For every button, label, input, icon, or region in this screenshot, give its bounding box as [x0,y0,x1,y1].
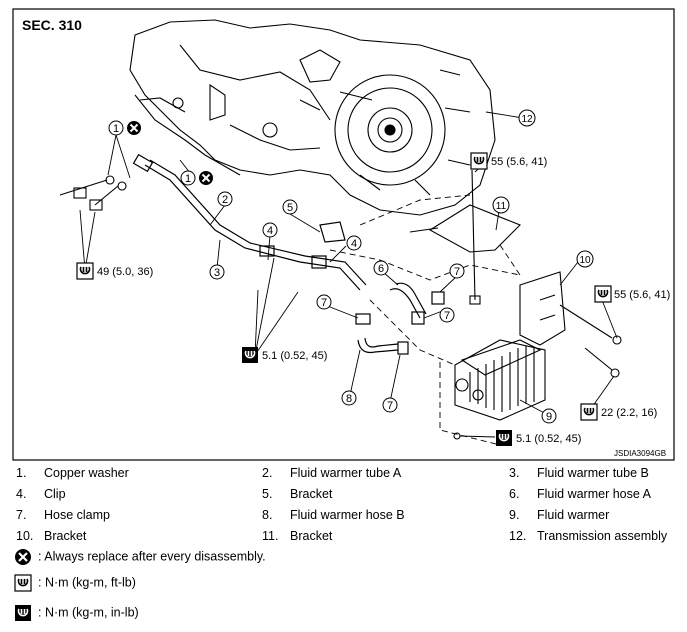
callout-2: 2 [217,191,233,207]
parts-legend: 1.Copper washer 2.Fluid warmer tube A 3.… [0,462,687,632]
svg-text:4: 4 [351,238,357,250]
exploded-view-diagram: SEC. 310 JSDIA3094GB [12,8,675,461]
svg-text:22 (2.2, 16): 22 (2.2, 16) [601,407,657,419]
circle-x-icon [15,549,31,565]
torque-wrench-icon [594,285,612,303]
callouts: 1 1 2 3 4 4 5 6 7 7 7 7 8 9 10 11 12 [108,109,594,424]
svg-text:5: 5 [287,202,293,214]
transmission-assembly [129,19,496,216]
callout-6: 6 [373,260,389,276]
svg-text:11: 11 [496,201,507,212]
section-label: SEC. 310 [22,17,82,33]
figure-frame [12,8,675,461]
callout-1b: 1 [180,170,196,186]
svg-text:7: 7 [454,266,460,278]
note-always-replace: : Always replace after every disassembly… [14,548,266,566]
torque-wrench-icon [580,403,598,421]
note-torque-inlb: : N·m (kg-m, in-lb) [14,604,139,622]
torque-wrench-icon [76,262,94,280]
svg-text:5.1 (0.52, 45): 5.1 (0.52, 45) [516,433,581,445]
callout-leader-lines [79,111,618,438]
fluid-warmer-tubes [132,153,367,291]
circle-x-icon [198,170,214,186]
svg-text:7: 7 [387,400,393,412]
svg-text:5.1 (0.52, 45): 5.1 (0.52, 45) [262,350,327,362]
note-torque-ftlb: : N·m (kg-m, ft-lb) [14,574,136,592]
brackets [409,169,566,346]
callout-1a: 1 [108,120,124,136]
circle-x-icon [126,120,142,136]
callout-5: 5 [282,199,298,215]
callout-7c: 7 [316,294,332,310]
callout-3: 3 [209,264,225,280]
svg-text:3: 3 [214,267,220,279]
svg-text:1: 1 [185,173,191,185]
callout-7d: 7 [382,397,398,413]
svg-text:7: 7 [444,310,450,322]
assembly-leader-lines [329,194,521,446]
torque-wrench-filled-icon [495,429,513,447]
figure-code: JSDIA3094GB [614,449,666,458]
callout-4b: 4 [346,235,362,251]
svg-text:55 (5.6, 41): 55 (5.6, 41) [491,156,547,168]
svg-text:10: 10 [579,255,591,266]
svg-text:8: 8 [346,393,352,405]
callout-8: 8 [341,390,357,406]
fluid-warmer [453,304,622,440]
svg-text:2: 2 [222,194,228,206]
torque-wrench-icon [14,574,32,592]
torque-wrench-filled-icon [241,346,259,364]
svg-text:1: 1 [113,123,119,135]
svg-text:12: 12 [521,114,533,125]
torque-wrench-filled-icon [15,605,31,621]
svg-text:55 (5.6, 41): 55 (5.6, 41) [614,289,670,301]
callout-4a: 4 [262,222,278,238]
svg-text:7: 7 [321,297,327,309]
callout-7a: 7 [449,263,465,279]
callout-9: 9 [541,408,557,424]
svg-text:49 (5.0, 36): 49 (5.0, 36) [97,266,153,278]
callout-7b: 7 [439,307,455,323]
torque-labels: 49 (5.0, 36) 55 (5.6, 41) 55 (5.6, 41) 5… [76,152,670,447]
fluid-warmer-hoses [355,282,445,355]
callout-10: 10 [576,250,594,268]
banjo-bolts [59,175,127,211]
svg-text:9: 9 [546,411,552,423]
torque-wrench-icon [470,152,488,170]
callout-12: 12 [518,109,536,127]
svg-text:6: 6 [378,263,384,275]
svg-text:4: 4 [267,225,273,237]
callout-11: 11 [492,196,510,214]
